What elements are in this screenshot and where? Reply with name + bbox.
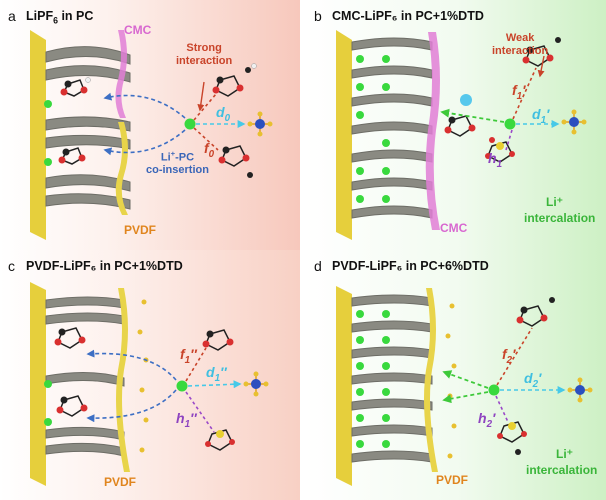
h1-line: [185, 391, 215, 433]
co-insertion-arrow-lower: [103, 129, 186, 156]
graphite-li-ions: [44, 100, 52, 166]
graphite-li-ions: [44, 380, 52, 426]
weak-interaction-label: Weak interaction: [492, 32, 549, 57]
d0-label: d0: [216, 104, 231, 124]
pc-molecule-intercalated-1: [60, 77, 91, 97]
pc-molecule-intercalated-1: [54, 327, 86, 349]
co-insertion-arrow-upper: [86, 349, 177, 381]
dtd-molecule: [497, 421, 527, 455]
panel-a-graphic: [0, 0, 300, 250]
pf6-anion: [567, 377, 593, 403]
panel-title: PVDF-LiPF₆ in PC+6%DTD: [332, 259, 489, 273]
f1-line: [185, 347, 207, 382]
panel-letter: a: [8, 8, 16, 24]
d1-prime-label: d1′: [532, 106, 550, 126]
panel-b-graphic: [306, 0, 606, 250]
weak-interaction-pointer: [537, 55, 545, 78]
f2-prime-label: f2′: [502, 346, 516, 366]
current-collector: [30, 30, 46, 240]
pc-molecule-solvent: [516, 297, 555, 327]
pf6-anion: [561, 109, 587, 135]
f1-prime-label: f1′: [512, 82, 526, 102]
graphite-layers: [45, 296, 125, 457]
h2-prime-label: h2′: [478, 410, 496, 430]
pvdf-label: PVDF: [124, 223, 157, 237]
pc-molecule-solvent-1: [212, 63, 257, 97]
cmc-binder: [425, 32, 440, 230]
d1-double-prime-label: d1″: [206, 364, 227, 384]
central-li-ion: [504, 118, 516, 130]
d2-prime-label: d2′: [524, 370, 542, 390]
graphite-layers: [45, 46, 131, 210]
panel-c-graphic: [0, 250, 300, 500]
pvdf-fluorine-atoms: [137, 299, 149, 453]
panel-a: a LiPF6 in PC CMC PVDF Strong interactio…: [0, 0, 300, 250]
panel-letter: d: [314, 258, 322, 274]
h1-label: h1: [488, 150, 503, 170]
current-collector: [336, 286, 352, 486]
panel-title: CMC-LiPF₆ in PC+1%DTD: [332, 9, 484, 23]
pvdf-binder: [424, 288, 438, 472]
cmc-label: CMC: [124, 23, 152, 37]
li-intercalation-arrow-lower: [442, 391, 489, 404]
intercalation-label: intercalation: [526, 463, 598, 477]
pc-molecule-intercalated-2: [56, 395, 88, 417]
pvdf-binder: [115, 122, 128, 215]
current-collector: [30, 282, 46, 486]
pvdf-binder: [116, 288, 130, 472]
panel-title: PVDF-LiPF₆ in PC+1%DTD: [26, 259, 183, 273]
graphite-li-ions: [356, 55, 390, 203]
panel-d: d PVDF-LiPF₆ in PC+6%DTD f2′ d2′ h2′ Li⁺…: [306, 250, 606, 500]
dtd-molecule: [205, 429, 235, 451]
panel-c: c PVDF-LiPF₆ in PC+1%DTD f1″ d1″ h1″ PVD…: [0, 250, 300, 500]
current-collector: [336, 30, 352, 240]
h2-line: [495, 395, 509, 423]
li-label: Li⁺: [556, 447, 573, 461]
f1-double-prime-label: f1″: [180, 346, 197, 366]
li-intercalation-arrow: [440, 108, 505, 123]
f0-label: f0: [204, 140, 215, 160]
pc-molecule-coordinated: [444, 115, 476, 137]
pc-molecule-solvent: [522, 37, 561, 67]
pf6-anion: [247, 111, 273, 137]
panel-letter: c: [8, 258, 15, 274]
panel-letter: b: [314, 8, 322, 24]
intercalation-label: intercalation: [524, 211, 596, 225]
co-insertion-arrow-upper: [103, 92, 186, 119]
li-intercalation-arrow-upper: [442, 370, 489, 389]
pvdf-label: PVDF: [436, 473, 469, 487]
f2-line: [496, 327, 533, 386]
panel-b: b CMC-LiPF₆ in PC+1%DTD Weak interaction…: [306, 0, 606, 250]
pf6-anion: [243, 371, 269, 397]
dtd-molecule: [485, 137, 515, 163]
central-li-ion: [488, 384, 500, 396]
cmc-label: CMC: [440, 221, 468, 235]
co-insertion-label: Li+-PC co-insertion: [146, 149, 209, 177]
central-li-ion: [184, 118, 196, 130]
h1-double-prime-label: h1″: [176, 410, 197, 430]
d1-double-prime-arrow: [187, 380, 242, 389]
panel-title: LiPF6 in PC: [26, 9, 94, 26]
strong-interaction-label: Strong interaction: [176, 42, 233, 67]
strong-interaction-pointer: [197, 81, 205, 112]
co-insertion-arrow-lower: [86, 389, 177, 423]
cmc-li-complex: [460, 94, 472, 106]
pvdf-label: PVDF: [104, 475, 137, 489]
pc-molecule-intercalated-2: [58, 147, 86, 165]
graphite-li-ions: [356, 310, 390, 448]
central-li-ion: [176, 380, 188, 392]
panel-d-graphic: [306, 250, 606, 500]
li-label: Li⁺: [546, 195, 563, 209]
pc-molecule-solvent: [202, 329, 234, 351]
pc-molecule-solvent-2: [218, 145, 253, 178]
